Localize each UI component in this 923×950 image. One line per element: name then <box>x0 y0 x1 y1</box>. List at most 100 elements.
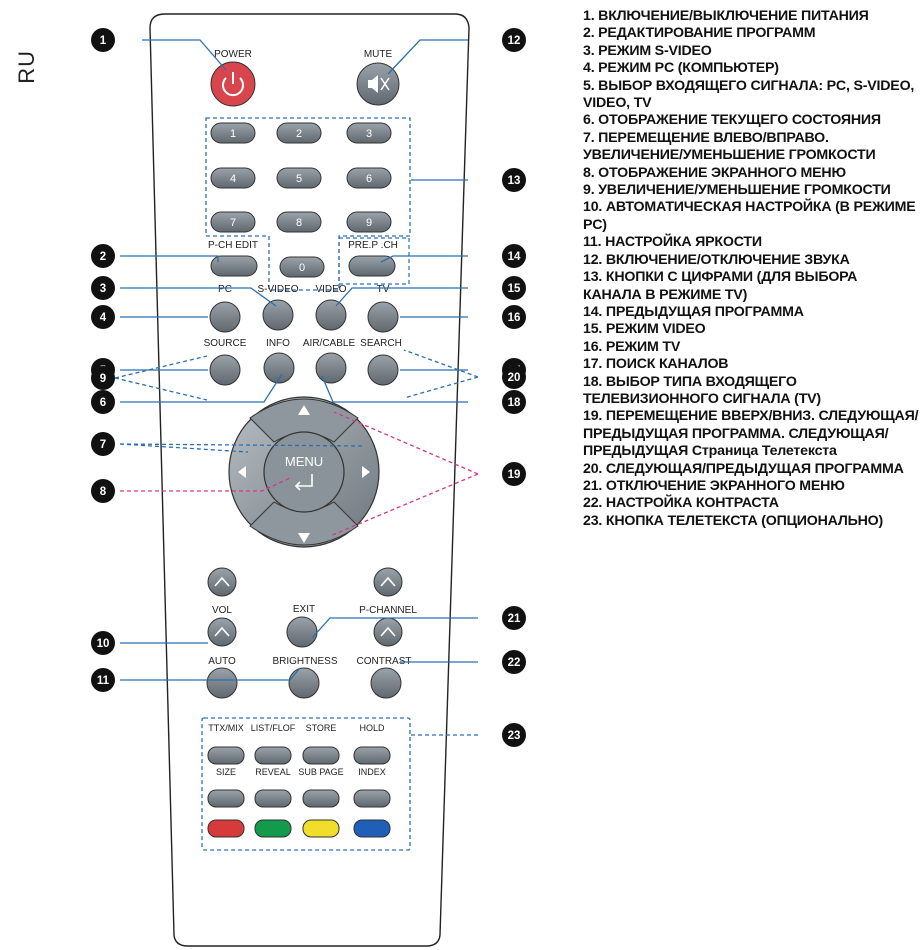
power-label: POWER <box>214 49 252 60</box>
brightness-button[interactable] <box>288 667 320 699</box>
digit-label-6: 6 <box>366 173 372 185</box>
callout-marker-20 <box>502 365 526 389</box>
callout-number-2: 2 <box>100 251 106 263</box>
digit-label-2: 2 <box>296 128 302 140</box>
aircable-button[interactable] <box>315 352 347 384</box>
legend-item-14: 14. ПРЕДЫДУЩАЯ ПРОГРАММА <box>583 303 804 320</box>
ttx-label-store: STORE <box>306 723 337 733</box>
ttx-button-reveal[interactable] <box>254 789 292 808</box>
ttx-button-sub-page[interactable] <box>302 789 340 808</box>
legend-item-17: 17. ПОИСК КАНАЛОВ <box>583 356 729 373</box>
ttx-button-size[interactable] <box>207 789 245 808</box>
digit-button-4[interactable] <box>210 167 256 189</box>
source-button[interactable] <box>209 354 241 386</box>
enter-icon <box>294 474 313 491</box>
search-button[interactable] <box>367 354 399 386</box>
tv-button[interactable] <box>367 301 399 333</box>
svideo-label: S-VIDEO <box>257 284 298 295</box>
legend-item-9: 9. УВЕЛИЧЕНИЕ/УМЕНЬШЕНИЕ ГРОМКОСТИ <box>583 182 891 199</box>
ttx-label-index: INDEX <box>358 767 386 777</box>
search-label: SEARCH <box>360 338 402 349</box>
blue-color-button[interactable] <box>353 819 391 838</box>
svideo-button[interactable] <box>262 299 294 331</box>
callout-connector-line <box>403 349 479 378</box>
exit-button[interactable] <box>286 616 318 648</box>
legend-item-3: 3. РЕЖИМ S-VIDEO <box>583 42 712 59</box>
vol-up-icon <box>214 576 230 587</box>
legend-item-1: 1. ВКЛЮЧЕНИЕ/ВЫКЛЮЧЕНИЕ ПИТАНИЯ <box>583 8 869 24</box>
pch-edit-button[interactable] <box>210 255 258 277</box>
callout-connector-line <box>387 39 468 75</box>
red-color-button[interactable] <box>207 819 245 838</box>
video-button[interactable] <box>315 299 347 331</box>
legend-item-15: 15. РЕЖИМ VIDEO <box>583 321 706 338</box>
yellow-color-button[interactable] <box>302 819 340 838</box>
callout-connector-line <box>120 373 283 403</box>
callout-marker-11 <box>91 668 115 692</box>
callout-number-14: 14 <box>508 251 521 263</box>
power-icon <box>222 72 244 97</box>
callout-marker-18 <box>502 390 526 414</box>
callout-number-9: 9 <box>100 373 106 385</box>
legend-item-13: 13. КНОПКИ С ЦИФРАМИ (ДЛЯ ВЫБОРА КАНАЛА … <box>583 269 858 303</box>
callout-connector-line <box>403 376 479 399</box>
callout-number-6: 6 <box>100 397 106 409</box>
vol-down-button[interactable] <box>207 617 237 647</box>
digit-label-7: 7 <box>230 217 236 229</box>
callout-connector-line <box>380 255 468 263</box>
auto-label: AUTO <box>208 656 236 667</box>
callout-number-11: 11 <box>97 675 110 687</box>
callout-connector-line <box>119 443 249 453</box>
digit-button-2[interactable] <box>276 122 322 144</box>
digit-button-7[interactable] <box>210 211 256 233</box>
vol-label: VOL <box>212 605 232 616</box>
exit-label: EXIT <box>293 604 315 615</box>
callout-marker-7 <box>91 432 115 456</box>
brightness-label: BRIGHTNESS <box>272 656 337 667</box>
callout-number-19: 19 <box>508 469 521 481</box>
pchannel-up-button[interactable] <box>373 567 403 597</box>
legend-item-22: 22. НАСТРОЙКА КОНТРАСТА <box>583 495 779 512</box>
ttx-button-index[interactable] <box>353 789 391 808</box>
callout-connector-line <box>120 287 277 307</box>
callout-connector-line <box>120 255 219 262</box>
digit-button-8[interactable] <box>276 211 322 233</box>
callout-marker-10 <box>91 631 115 655</box>
callout-marker-8 <box>91 479 115 503</box>
ttx-label-ttx-mix: TTX/MIX <box>208 723 244 733</box>
digit-button-0[interactable] <box>279 256 325 278</box>
digit-button-5[interactable] <box>276 167 322 189</box>
ttx-button-hold[interactable] <box>353 746 391 765</box>
legend-item-2: 2. РЕДАКТИРОВАНИЕ ПРОГРАММ <box>583 25 816 42</box>
legend-item-20: 20. СЛЕДУЮЩАЯ/ПРЕДЫДУЩАЯ ПРОГРАММА <box>583 460 904 477</box>
callout-number-23: 23 <box>508 730 521 742</box>
pc-button[interactable] <box>209 301 241 333</box>
ttx-button-store[interactable] <box>302 746 340 765</box>
vol-up-button[interactable] <box>207 567 237 597</box>
digit-button-6[interactable] <box>346 167 392 189</box>
legend-item-8: 8. ОТОБРАЖЕНИЕ ЭКРАННОГО МЕНЮ <box>583 164 846 181</box>
digit-button-3[interactable] <box>346 122 392 144</box>
ttx-button-ttx-mix[interactable] <box>207 746 245 765</box>
callout-marker-6 <box>91 390 115 414</box>
legend-item-6: 6. ОТОБРАЖЕНИЕ ТЕКУЩЕГО СОСТОЯНИЯ <box>583 112 881 129</box>
pchannel-down-button[interactable] <box>373 617 403 647</box>
callout-number-15: 15 <box>508 283 521 295</box>
digit-button-1[interactable] <box>210 122 256 144</box>
callout-number-4: 4 <box>100 312 107 324</box>
legend-item-5: 5. ВЫБОР ВХОДЯЩЕГО СИГНАЛА: PC, S-VIDEO,… <box>583 77 915 112</box>
info-button[interactable] <box>263 352 295 384</box>
callout-connector-line <box>333 411 479 475</box>
menu-button[interactable] <box>263 431 345 513</box>
callout-connector-line <box>120 477 291 492</box>
digit-button-9[interactable] <box>346 211 392 233</box>
callout-marker-1 <box>91 28 115 52</box>
contrast-button[interactable] <box>370 667 402 699</box>
callout-number-1: 1 <box>100 35 107 47</box>
ttx-button-list-flof[interactable] <box>254 746 292 765</box>
callout-marker-15 <box>502 276 526 300</box>
pchannel-label: P-CHANNEL <box>359 605 417 616</box>
green-color-button[interactable] <box>254 819 292 838</box>
callout-number-16: 16 <box>508 312 521 324</box>
auto-button[interactable] <box>206 667 238 699</box>
